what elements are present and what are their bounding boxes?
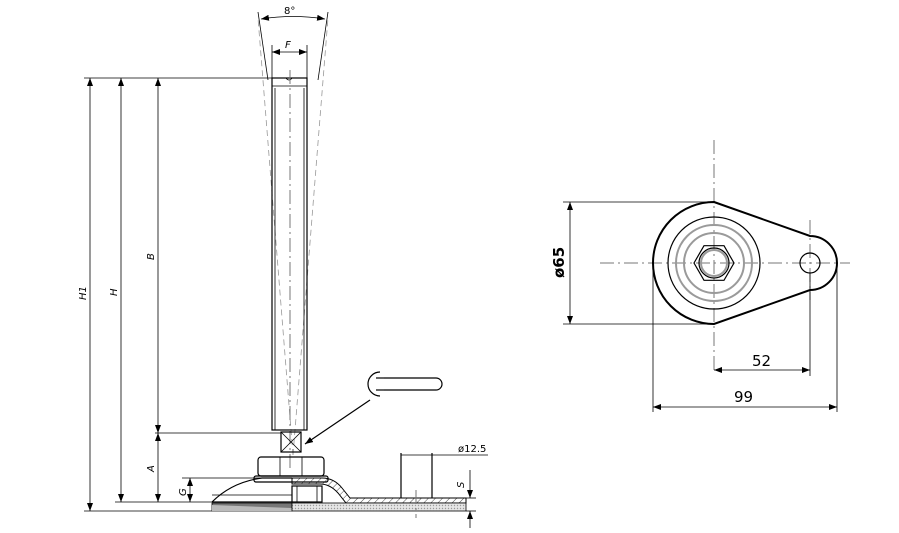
threaded-stem <box>271 70 308 470</box>
wrench-pointer <box>304 399 371 445</box>
base-section <box>291 477 467 504</box>
pad-thickness-label: S <box>456 481 467 488</box>
height-label: H <box>109 288 120 296</box>
angle-label: 8° <box>284 6 295 17</box>
wrench-icon <box>367 371 443 397</box>
base-diameter-label: ø65 <box>550 247 568 278</box>
rubber-pad <box>211 490 467 518</box>
height-total-label: H1 <box>78 286 89 300</box>
dim-F <box>271 45 308 78</box>
base-height-label: G <box>178 488 189 496</box>
base-to-nut-label: A <box>146 465 157 473</box>
wrench-flats <box>280 431 302 453</box>
fixing-hole <box>400 453 488 498</box>
stem-length-label: B <box>146 253 157 260</box>
tilt-cone <box>257 11 329 456</box>
hole-offset-label: 52 <box>752 352 771 370</box>
base-outline <box>652 200 838 326</box>
side-view: 8° F <box>78 6 488 528</box>
hole-diameter-label: ø12.5 <box>458 444 486 455</box>
top-view: ø65 52 99 <box>550 140 850 412</box>
hex-nut-top <box>693 245 735 281</box>
overall-length-label: 99 <box>734 388 753 406</box>
dim-S <box>466 470 476 528</box>
thread-width-label: F <box>285 40 291 51</box>
